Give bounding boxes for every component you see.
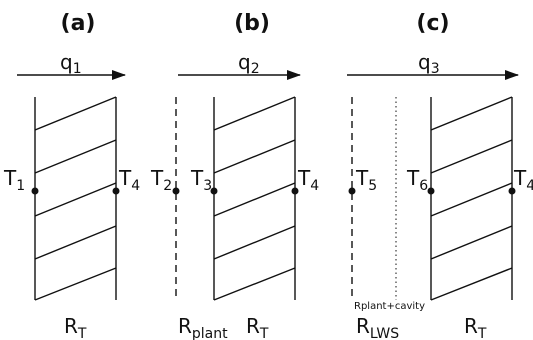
panel-a-title: (a)	[61, 11, 96, 36]
svg-text:T4: T4	[118, 166, 140, 194]
res-rt-a-subscript: T	[77, 326, 87, 340]
res-rt-c-symbol: R	[464, 314, 478, 338]
temp-t4c-symbol: T	[513, 166, 527, 190]
svg-text:q3: q3	[418, 50, 440, 77]
node-t1	[31, 187, 39, 195]
flux-a-subscript: 1	[73, 61, 82, 77]
svg-text:RT: RT	[246, 314, 269, 340]
res-rplant-symbol: R	[178, 314, 192, 338]
temp-t1-symbol: T	[3, 166, 17, 190]
temp-t1-subscript: 1	[16, 178, 25, 194]
svg-text:Rplant: Rplant	[178, 314, 228, 340]
temp-t2-symbol: T	[150, 166, 164, 190]
node-t5	[348, 187, 356, 195]
wall-c	[351, 96, 513, 301]
temp-t4b-subscript: 4	[310, 178, 319, 194]
temp-t4a-subscript: 4	[131, 178, 140, 194]
temp-t5-symbol: T	[355, 166, 369, 190]
res-rlws-symbol: R	[356, 314, 370, 338]
temp-t4c-subscript: 4	[526, 178, 533, 194]
temp-t3-symbol: T	[190, 166, 204, 190]
node-t4-b	[291, 187, 299, 195]
res-rt-b-subscript: T	[259, 326, 269, 340]
svg-text:T6: T6	[406, 166, 428, 194]
node-t4-c	[508, 187, 516, 195]
flux-arrow-a: q1	[17, 50, 126, 80]
svg-text:RLWS: RLWS	[356, 314, 399, 340]
temp-t5-subscript: 5	[368, 178, 377, 194]
svg-text:T1: T1	[3, 166, 25, 194]
svg-text:T3: T3	[190, 166, 212, 194]
flux-c-symbol: q	[418, 50, 431, 74]
wall-b	[175, 96, 296, 301]
res-rlws-subscript: LWS	[370, 326, 399, 340]
svg-text:q2: q2	[238, 50, 260, 77]
temp-t3-subscript: 3	[203, 178, 212, 194]
node-t6	[427, 187, 435, 195]
node-t4-a	[112, 187, 120, 195]
flux-arrow-c: q3	[347, 50, 519, 80]
temp-t4b-symbol: T	[297, 166, 311, 190]
svg-text:T4: T4	[297, 166, 319, 194]
flux-arrow-b: q2	[178, 50, 301, 80]
temperature-nodes	[31, 187, 516, 195]
temp-t2-subscript: 2	[163, 178, 172, 194]
res-rt-c-subscript: T	[477, 326, 487, 340]
cavity-note: Rplant+cavity	[354, 301, 425, 312]
svg-text:RT: RT	[64, 314, 87, 340]
temp-t6-symbol: T	[406, 166, 420, 190]
temp-t4a-symbol: T	[118, 166, 132, 190]
flux-b-subscript: 2	[251, 61, 260, 77]
res-rt-b-symbol: R	[246, 314, 260, 338]
svg-text:T4: T4	[513, 166, 533, 194]
svg-text:RT: RT	[464, 314, 487, 340]
flux-c-subscript: 3	[431, 61, 440, 77]
node-t2	[172, 187, 180, 195]
panel-b-title: (b)	[234, 11, 270, 36]
temp-t6-subscript: 6	[419, 178, 428, 194]
node-t3	[210, 187, 218, 195]
flux-b-symbol: q	[238, 50, 251, 74]
wall-a	[34, 96, 117, 301]
svg-text:T2: T2	[150, 166, 172, 194]
panel-c-title: (c)	[416, 11, 449, 36]
res-rplant-subscript: plant	[192, 326, 228, 340]
flux-a-symbol: q	[60, 50, 73, 74]
res-rt-a-symbol: R	[64, 314, 78, 338]
svg-text:T5: T5	[355, 166, 377, 194]
svg-text:q1: q1	[60, 50, 82, 77]
